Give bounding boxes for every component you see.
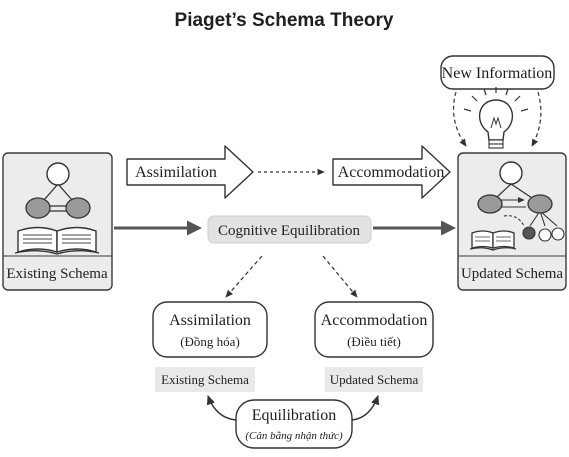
book-icon-updated bbox=[469, 230, 517, 251]
accommodation-lower-box: Accommodation (Điều tiết) bbox=[314, 301, 434, 358]
lightbulb-icon bbox=[463, 87, 529, 149]
dashed-arrow-to-accommodation bbox=[322, 255, 358, 298]
existing-schema-panel: Existing Schema bbox=[2, 152, 113, 291]
updated-schema-panel: Updated Schema bbox=[457, 152, 567, 291]
cognitive-equilibration-label: Cognitive Equilibration bbox=[218, 223, 361, 239]
equilibration-box: Equilibration (Cân bằng nhận thức) bbox=[235, 399, 353, 449]
new-information-label: New Information bbox=[442, 65, 553, 82]
existing-schema-tag: Existing Schema bbox=[155, 367, 255, 392]
curve-arrow-right bbox=[351, 395, 380, 421]
assimilation-lower-box: Assimilation (Đồng hóa) bbox=[152, 301, 268, 358]
updated-schema-tag: Updated Schema bbox=[325, 367, 423, 392]
accommodation-block-arrow: Accommodation bbox=[332, 145, 451, 199]
schema-graph-icon bbox=[25, 162, 91, 219]
existing-schema-label: Existing Schema bbox=[6, 266, 108, 282]
updated-schema-label: Updated Schema bbox=[461, 266, 563, 282]
assimilation-lower-title: Assimilation bbox=[169, 312, 251, 329]
dashed-arrow-to-assimilation bbox=[225, 255, 263, 298]
info-arrow-left bbox=[453, 91, 467, 147]
accommodation-top-label: Accommodation bbox=[338, 164, 445, 181]
updated-schema-graph-icon bbox=[477, 161, 565, 242]
info-arrow-right bbox=[531, 91, 542, 147]
assimilation-block-arrow: Assimilation bbox=[126, 145, 254, 199]
curve-arrow-left bbox=[206, 395, 237, 421]
book-icon bbox=[14, 226, 100, 255]
equilibration-title: Equilibration bbox=[252, 407, 336, 424]
cognitive-equilibration-box: Cognitive Equilibration bbox=[207, 215, 372, 244]
existing-schema-tag-label: Existing Schema bbox=[161, 372, 249, 387]
updated-schema-tag-label: Updated Schema bbox=[330, 372, 419, 387]
accommodation-lower-subtitle: (Điều tiết) bbox=[347, 334, 401, 349]
equilibration-subtitle: (Cân bằng nhận thức) bbox=[245, 430, 343, 442]
assimilation-lower-subtitle: (Đồng hóa) bbox=[180, 334, 240, 349]
new-information-group: New Information bbox=[440, 55, 555, 149]
accommodation-lower-title: Accommodation bbox=[321, 312, 428, 329]
assimilation-top-label: Assimilation bbox=[135, 164, 217, 181]
page-title: Piaget’s Schema Theory bbox=[175, 10, 394, 31]
